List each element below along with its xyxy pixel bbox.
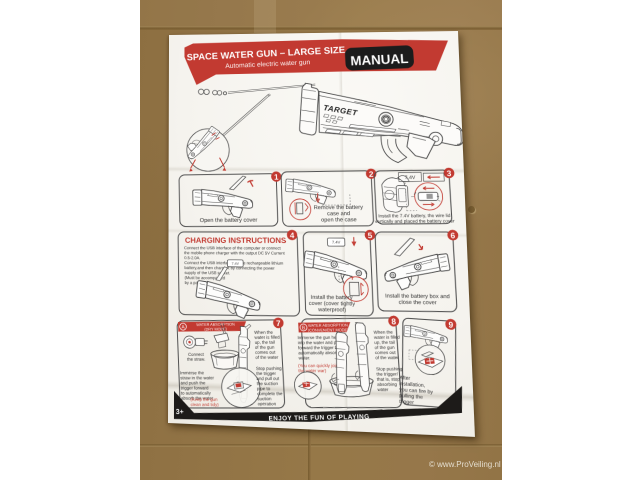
svg-text:absorbing: absorbing xyxy=(377,381,397,387)
svg-text:waterproof): waterproof) xyxy=(318,307,346,314)
svg-text:Install the battery: Install the battery xyxy=(311,294,354,301)
svg-text:3: 3 xyxy=(446,168,451,178)
svg-text:When the: When the xyxy=(254,329,274,335)
svg-text:that is, stop: that is, stop xyxy=(377,376,401,382)
svg-text:pipe to: pipe to xyxy=(257,386,271,392)
svg-text:forward the trigger to: forward the trigger to xyxy=(298,344,340,350)
svg-text:and push the: and push the xyxy=(180,380,206,386)
svg-text:7.4V: 7.4V xyxy=(405,175,417,181)
svg-text:up, the tail: up, the tail xyxy=(374,339,395,345)
svg-text:When the: When the xyxy=(373,329,393,335)
svg-text:4: 4 xyxy=(290,231,296,241)
svg-text:clean and tidy): clean and tidy) xyxy=(190,402,219,408)
svg-text:(You can quickly join: (You can quickly join xyxy=(298,362,338,368)
svg-text:pulling the: pulling the xyxy=(399,392,423,400)
svg-text:Automatic electric water gun: Automatic electric water gun xyxy=(225,59,311,70)
svg-text:7.4V: 7.4V xyxy=(232,262,240,266)
svg-text:the water war): the water war) xyxy=(298,368,327,374)
svg-text:water.: water. xyxy=(298,355,310,361)
svg-text:After: After xyxy=(399,375,410,382)
svg-text:WATER ABSORPTION: WATER ABSORPTION xyxy=(196,322,235,327)
svg-text:battery,and then charge it by: battery,and then charge it by connecting… xyxy=(184,266,275,271)
svg-text:absorb the water: absorb the water xyxy=(181,395,214,401)
svg-text:Immerse the: Immerse the xyxy=(180,370,205,376)
svg-text:ENJOY THE FUN OF PLAYING: ENJOY THE FUN OF PLAYING xyxy=(268,414,370,423)
svg-text:0.5-2.0A.: 0.5-2.0A. xyxy=(184,256,200,260)
svg-text:Stop pushing: Stop pushing xyxy=(376,366,403,372)
svg-text:comes out: comes out xyxy=(375,349,397,355)
svg-text:2: 2 xyxy=(369,169,374,179)
svg-text:into the water and push: into the water and push xyxy=(298,339,344,345)
svg-text:automatically absorb: automatically absorb xyxy=(298,350,339,356)
svg-text:A: A xyxy=(181,324,185,330)
svg-text:Install the battery box and: Install the battery box and xyxy=(385,293,450,300)
svg-text:Immerse the gun head: Immerse the gun head xyxy=(297,334,341,340)
svg-text:Connect: Connect xyxy=(188,351,205,357)
svg-text:water is filled: water is filled xyxy=(374,334,400,340)
svg-text:installation,: installation, xyxy=(399,380,425,388)
svg-text:the mobile phone charger with: the mobile phone charger with the output… xyxy=(184,251,286,256)
svg-text:suction: suction xyxy=(257,396,271,402)
svg-text:WATER ABSORPTION: WATER ABSORPTION xyxy=(308,323,349,328)
svg-text:B: B xyxy=(302,325,306,331)
svg-text:cover (cover tightly: cover (cover tightly xyxy=(309,301,356,308)
svg-text:(CONVENIENT MODE): (CONVENIENT MODE) xyxy=(308,328,349,333)
svg-text:water is filled: water is filled xyxy=(254,334,280,340)
svg-text:of the gun: of the gun xyxy=(374,344,394,350)
svg-text:by a parent): by a parent) xyxy=(185,281,207,286)
svg-text:1: 1 xyxy=(274,172,279,182)
svg-text:trigger: trigger xyxy=(399,398,414,405)
svg-text:close the cover: close the cover xyxy=(399,299,438,306)
svg-text:Install the 7.4V battery, the: Install the 7.4V battery, the wire lid xyxy=(378,213,451,219)
svg-text:vertically and placed the batt: vertically and placed the battery cover xyxy=(375,218,456,224)
svg-text:CHARGING INSTRUCTIONS: CHARGING INSTRUCTIONS xyxy=(185,235,287,245)
svg-text:(DRY MODE): (DRY MODE) xyxy=(204,327,227,332)
svg-text:the suction: the suction xyxy=(257,381,279,387)
svg-text:of the water: of the water xyxy=(375,354,400,360)
svg-text:you can fire by: you can fire by xyxy=(399,386,434,394)
svg-text:Stop pushing: Stop pushing xyxy=(256,365,282,371)
svg-text:of the water: of the water xyxy=(255,354,279,360)
svg-text:comes out: comes out xyxy=(255,349,276,355)
svg-text:(Keep the gun: (Keep the gun xyxy=(190,396,217,402)
svg-text:complete the: complete the xyxy=(257,391,283,397)
svg-text:Remove the battery: Remove the battery xyxy=(314,204,364,211)
svg-text:7.4V: 7.4V xyxy=(332,240,341,244)
svg-text:6: 6 xyxy=(450,231,455,241)
svg-text:7: 7 xyxy=(276,318,281,328)
svg-text:9: 9 xyxy=(448,320,453,331)
svg-text:trigger forward: trigger forward xyxy=(181,385,209,391)
svg-text:up, the tail: up, the tail xyxy=(255,339,276,345)
svg-text:open the case: open the case xyxy=(321,217,357,224)
svg-text:to automatically: to automatically xyxy=(181,390,211,396)
svg-text:Connect the USB interface of t: Connect the USB interface of the compute… xyxy=(184,246,282,251)
svg-text:supply of the USB socket.: supply of the USB socket. xyxy=(184,271,230,276)
svg-text:Open the battery cover: Open the battery cover xyxy=(200,217,258,224)
svg-text:5: 5 xyxy=(367,231,372,241)
svg-text:water: water xyxy=(377,386,389,392)
svg-text:(Must be accompanied: (Must be accompanied xyxy=(185,276,226,281)
svg-text:3+: 3+ xyxy=(176,408,184,416)
svg-text:MANUAL: MANUAL xyxy=(350,50,409,68)
svg-text:and pull out: and pull out xyxy=(256,375,280,381)
svg-text:8: 8 xyxy=(391,316,396,326)
svg-text:the straw.: the straw. xyxy=(187,356,205,362)
svg-text:operation: operation xyxy=(258,401,277,407)
svg-text:the trigger/: the trigger/ xyxy=(376,371,399,377)
svg-text:the trigger: the trigger xyxy=(256,370,277,376)
svg-text:Connect the USB interfacewith: Connect the USB interfacewith the rechar… xyxy=(184,261,283,266)
svg-text:case and: case and xyxy=(327,211,350,218)
svg-text:of the gun: of the gun xyxy=(255,344,275,350)
svg-text:straw in the water: straw in the water xyxy=(180,375,215,381)
